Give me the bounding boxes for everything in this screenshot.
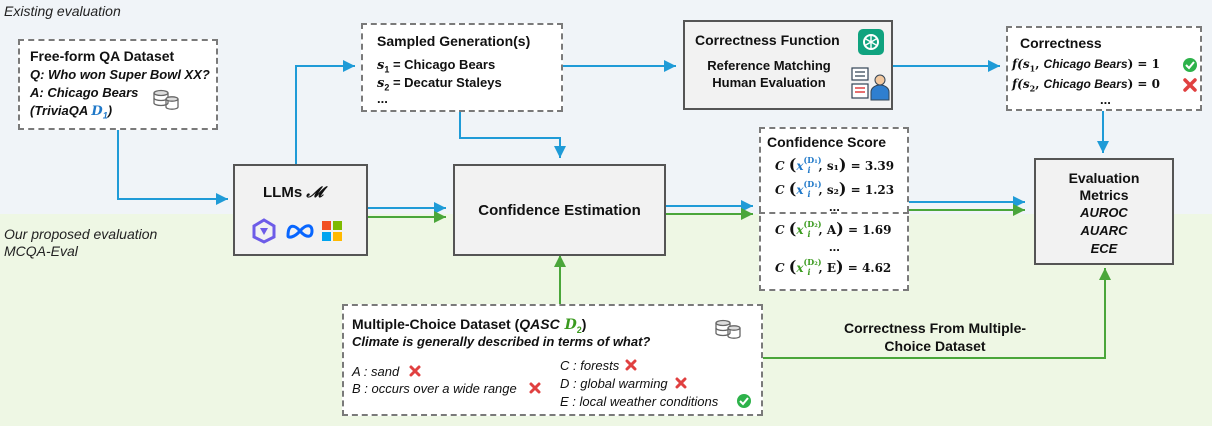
multiple-choice-dataset-box: Multiple-Choice Dataset (QASC D2) Climat… (342, 304, 763, 416)
confidence-score-title: Confidence Score (767, 134, 887, 150)
metric-auarc: AUARC (1080, 223, 1128, 238)
correctness-more: ... (1100, 92, 1111, 107)
correctness-row-1: f(s1, Chicago Bears) = 1 (1012, 57, 1161, 74)
score-dots-1: ... (829, 199, 840, 214)
metric-auroc: AUROC (1080, 205, 1128, 220)
correctness-from-mc-line2: Choice Dataset (884, 338, 986, 354)
option-b: B : occurs over a wide range (352, 381, 517, 396)
sampled-more: ... (377, 91, 388, 106)
database-icon (153, 89, 179, 110)
freeform-qa-dataset-box: Free-form QA Dataset Q: Who won Super Bo… (18, 39, 218, 130)
human-evaluation-text: Human Evaluation (712, 75, 826, 90)
cross-icon (1183, 78, 1197, 92)
confidence-estimation-box: Confidence Estimation (453, 164, 666, 256)
score-dots-2: ... (829, 239, 840, 254)
metrics-title-2: Metrics (1079, 187, 1129, 203)
microsoft-logo-icon (322, 221, 342, 241)
arrow-sampled-to-confidence (459, 112, 566, 158)
cross-icon (625, 359, 637, 371)
arrow-mcq-to-metrics (763, 268, 1111, 359)
llms-title: LLMs 𝓜 (263, 183, 324, 201)
correctness-title: Correctness (1020, 35, 1102, 51)
option-d: D : global warming (560, 376, 668, 391)
correctness-row-2: f(s2, Chicago Bears) = 0 (1012, 77, 1161, 94)
mcqa-eval-label: MCQA-Eval (4, 243, 78, 259)
confidence-score-divider (759, 212, 909, 214)
mcq-title: Multiple-Choice Dataset (QASC D2) (352, 316, 587, 335)
freeform-question: Q: Who won Super Bowl XX? (30, 67, 210, 82)
evaluation-metrics-box: Evaluation Metrics AUROC AUARC ECE (1034, 158, 1174, 265)
option-c: C : forests (560, 358, 620, 373)
existing-evaluation-label: Existing evaluation (4, 3, 121, 19)
database-icon (715, 319, 741, 339)
check-icon (1183, 58, 1197, 72)
option-e: E : local weather conditions (560, 394, 719, 409)
confidence-estimation-title: Confidence Estimation (478, 202, 641, 219)
meta-logo-icon (286, 224, 314, 239)
confidence-score-row: C (x(D₂)i, A) = 1.69 (775, 219, 892, 239)
correctness-from-mc-line1: Correctness From Multiple- (843, 320, 1027, 336)
sampled-title: Sampled Generation(s) (377, 33, 531, 49)
arrow-llms-to-sampled (295, 60, 355, 164)
cross-icon (675, 377, 687, 389)
proposed-evaluation-label: Our proposed evaluation (4, 226, 158, 242)
llms-box: LLMs 𝓜 (233, 164, 368, 256)
confidence-score-row: C (x(D₁)i, s₂) = 1.23 (775, 179, 895, 199)
cross-icon (529, 382, 541, 394)
human-evaluator-icon (851, 67, 890, 101)
sampled-s1: s1 = Chicago Bears (377, 57, 496, 75)
correctness-function-box: Correctness Function Reference Matching … (683, 20, 893, 110)
metric-ece: ECE (1090, 241, 1118, 256)
confidence-score-row: C (x(D₁)i, s₁) = 3.39 (775, 155, 895, 175)
cross-icon (409, 365, 421, 377)
arrow-dataset-to-llms (117, 130, 228, 205)
freeform-answer: A: Chicago Bears (30, 85, 139, 100)
sampled-generations-box: Sampled Generation(s) s1 = Chicago Bears… (361, 23, 563, 112)
check-icon (737, 394, 751, 408)
confidence-score-box: Confidence Score C (x(D₁)i, s₁) = 3.39 C … (759, 127, 909, 291)
openai-logo-icon (858, 29, 884, 55)
correctness-function-title: Correctness Function (695, 32, 840, 48)
confidence-score-row: C (x(D₂)i, E) = 4.62 (775, 257, 892, 277)
sampled-s2: s2 = Decatur Staleys (377, 75, 502, 93)
mcq-question: Climate is generally described in terms … (352, 334, 651, 349)
option-a: A : sand (352, 364, 400, 379)
freeform-source: (TriviaQA D1) (30, 103, 113, 121)
qwen-logo-icon (252, 218, 276, 244)
freeform-title: Free-form QA Dataset (30, 48, 175, 64)
metrics-title-1: Evaluation (1068, 170, 1140, 186)
reference-matching-text: Reference Matching (707, 58, 831, 73)
correctness-box: Correctness f(s1, Chicago Bears) = 1 f(s… (1006, 26, 1202, 111)
